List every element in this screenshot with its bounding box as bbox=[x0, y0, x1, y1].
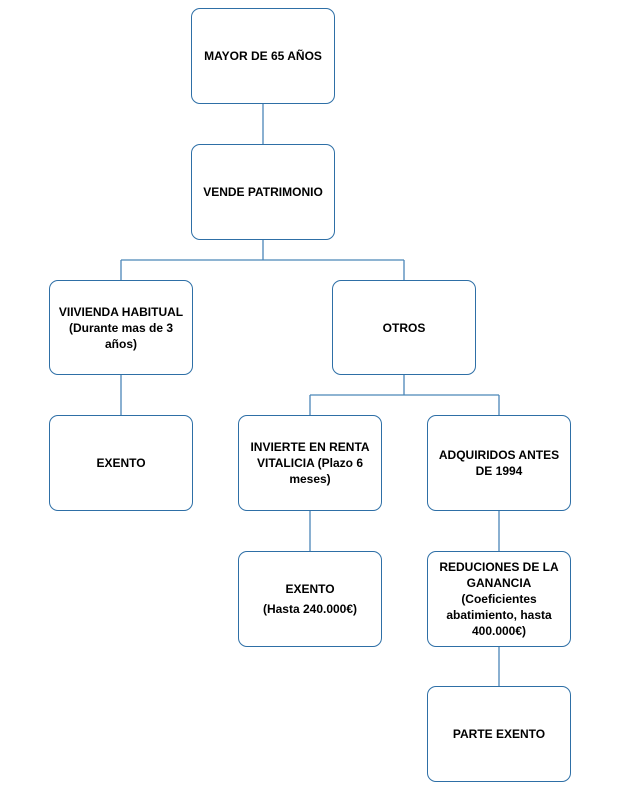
node-reduciones-ganancia: REDUCIONES DE LA GANANCIA (Coeficientes … bbox=[427, 551, 571, 647]
node-parte-exento: PARTE EXENTO bbox=[427, 686, 571, 782]
node-vivienda-habitual-label: VIIVIENDA HABITUAL (Durante mas de 3 año… bbox=[58, 304, 184, 351]
node-adquiridos-1994-label: ADQUIRIDOS ANTES DE 1994 bbox=[438, 448, 560, 478]
node-exento-vivienda: EXENTO bbox=[49, 415, 193, 511]
node-mayor-65-label: MAYOR DE 65 AÑOS bbox=[204, 49, 322, 63]
node-otros-label: OTROS bbox=[382, 320, 426, 335]
node-parte-exento-label: PARTE EXENTO bbox=[452, 727, 546, 741]
node-renta-vitalicia-label: INVIERTE EN RENTA VITALICIA (Plazo 6 mes… bbox=[250, 440, 370, 486]
node-vende-patrimonio: VENDE PATRIMONIO bbox=[191, 144, 335, 240]
node-vende-patrimonio-label: VENDE PATRIMONIO bbox=[203, 185, 323, 199]
node-exento-renta: EXENTO (Hasta 240.000€) bbox=[238, 551, 382, 647]
node-exento-renta-sublabel: (Hasta 240.000€) bbox=[262, 602, 358, 616]
node-reduciones-ganancia-label: REDUCIONES DE LA GANANCIA (Coeficientes … bbox=[439, 560, 559, 638]
node-mayor-65: MAYOR DE 65 AÑOS bbox=[191, 8, 335, 104]
node-vivienda-habitual: VIIVIENDA HABITUAL (Durante mas de 3 año… bbox=[49, 280, 193, 375]
node-exento-renta-label: EXENTO bbox=[285, 582, 335, 596]
node-exento-vivienda-label: EXENTO bbox=[96, 456, 146, 470]
node-adquiridos-1994: ADQUIRIDOS ANTES DE 1994 bbox=[427, 415, 571, 511]
node-renta-vitalicia: INVIERTE EN RENTA VITALICIA (Plazo 6 mes… bbox=[238, 415, 382, 511]
node-otros: OTROS bbox=[332, 280, 476, 375]
